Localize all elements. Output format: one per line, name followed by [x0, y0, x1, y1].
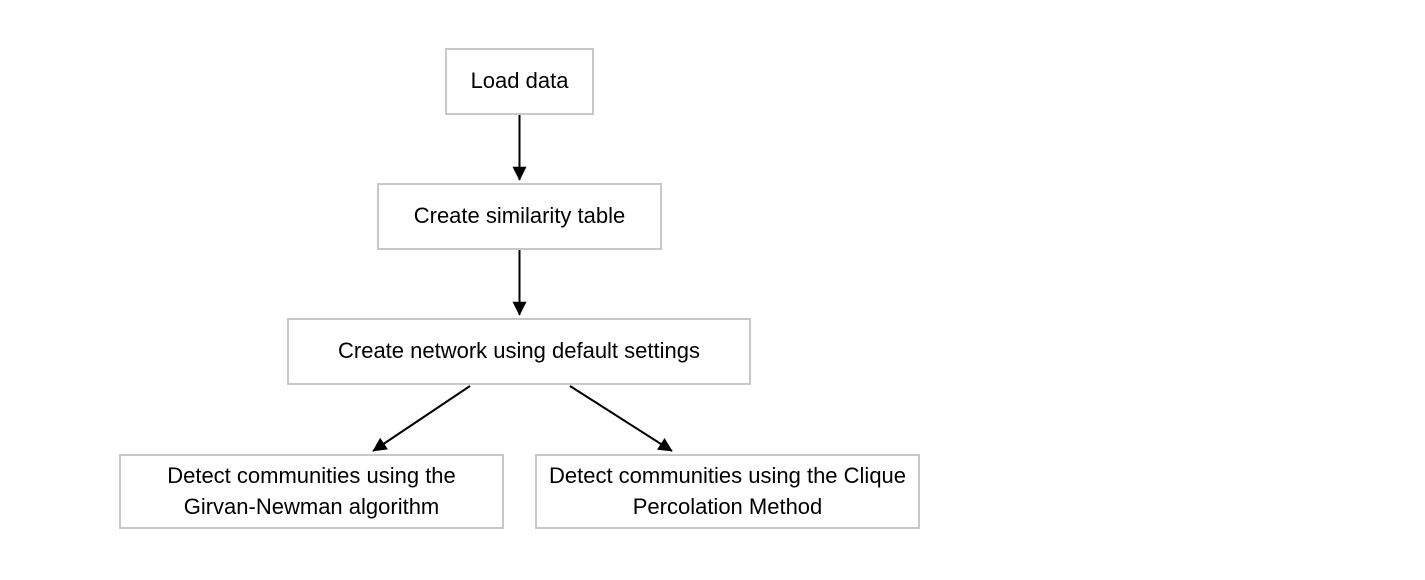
flowchart-node-create-similarity-table: Create similarity table	[377, 183, 662, 250]
flowchart-node-load-data: Load data	[445, 48, 594, 115]
flowchart-node-create-network-default-settings: Create network using default settings	[287, 318, 751, 385]
arrow-network-to-clique-percolation	[569, 385, 673, 452]
flowchart-node-detect-communities-clique-percolation: Detect communities using the Clique Perc…	[535, 454, 920, 529]
flowchart-node-detect-communities-girvan-newman: Detect communities using the Girvan-Newm…	[119, 454, 504, 529]
arrow-network-to-girvan-newman	[372, 385, 471, 452]
